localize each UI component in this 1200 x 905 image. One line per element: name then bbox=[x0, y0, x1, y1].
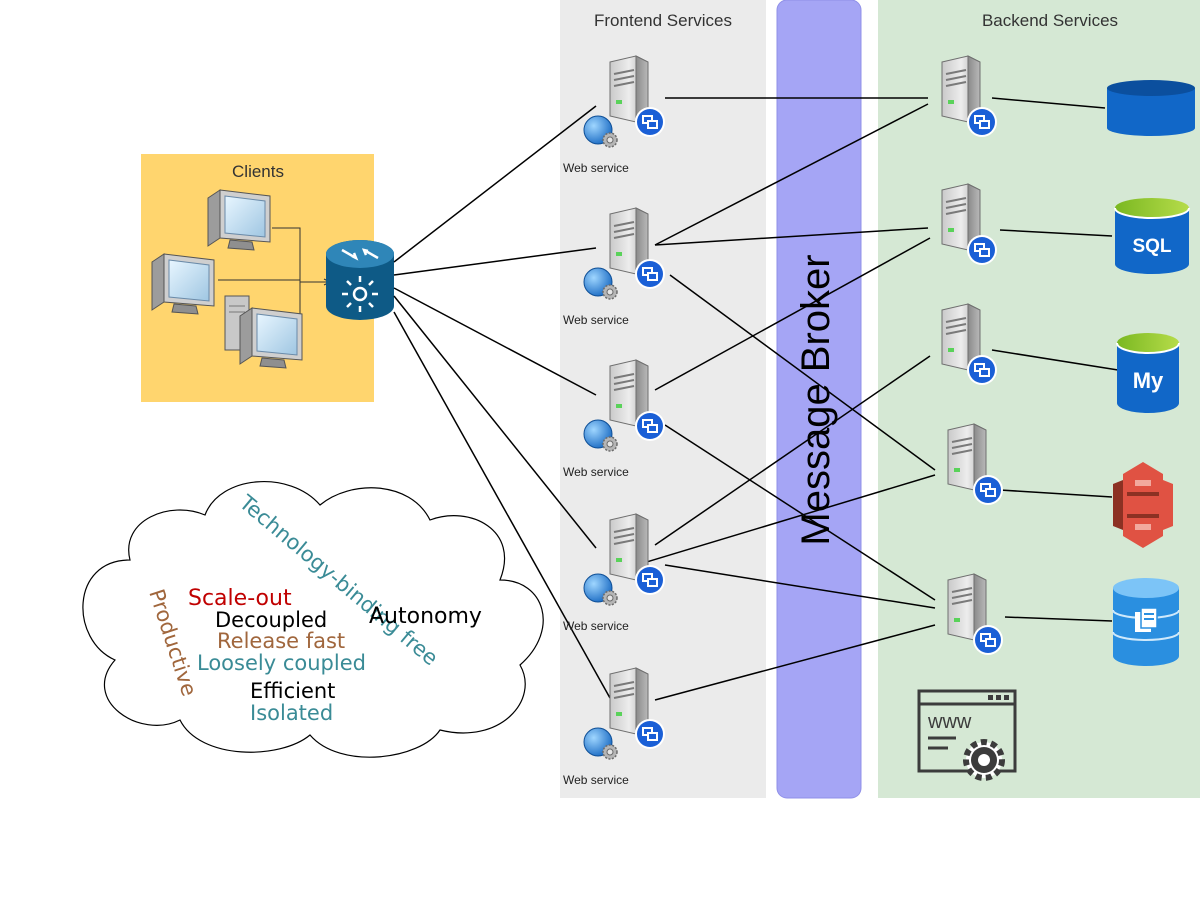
clients-title: Clients bbox=[232, 162, 284, 181]
benefits-cloud: Technology-binding free Scale-out Decoup… bbox=[82, 481, 544, 758]
word-autonomy: Autonomy bbox=[369, 604, 482, 629]
window-badge-icon bbox=[634, 106, 666, 138]
word-release-fast: Release fast bbox=[217, 629, 345, 653]
web-service-caption: Web service bbox=[563, 465, 629, 479]
web-config-icon: www bbox=[917, 689, 1017, 781]
web-service-node: Web service bbox=[563, 207, 666, 327]
window-badge-icon bbox=[966, 234, 998, 266]
window-badge-icon bbox=[634, 258, 666, 290]
service-links bbox=[619, 97, 936, 701]
window-badge-icon bbox=[634, 564, 666, 596]
mysql-database-icon: My bbox=[1116, 333, 1180, 413]
word-isolated: Isolated bbox=[250, 701, 333, 725]
web-service-caption: Web service bbox=[563, 161, 629, 175]
web-service-caption: Web service bbox=[563, 313, 629, 327]
message-broker-bar bbox=[776, 0, 862, 799]
s3-storage-icon bbox=[1113, 462, 1173, 548]
word-decoupled: Decoupled bbox=[215, 608, 327, 632]
word-efficient: Efficient bbox=[250, 679, 335, 703]
web-service-caption: Web service bbox=[563, 619, 629, 633]
backend-title: Backend Services bbox=[982, 11, 1118, 30]
sql-database-icon: SQL bbox=[1114, 198, 1190, 274]
window-badge-icon bbox=[966, 354, 998, 386]
word-scale-out: Scale-out bbox=[188, 586, 292, 611]
message-broker-label: Message Broker bbox=[794, 254, 838, 545]
frontend-title: Frontend Services bbox=[594, 11, 732, 30]
store-links bbox=[991, 97, 1119, 622]
window-badge-icon bbox=[966, 106, 998, 138]
web-config-label: www bbox=[927, 711, 972, 733]
window-badge-icon bbox=[972, 474, 1004, 506]
window-badge-icon bbox=[972, 624, 1004, 656]
router-icon bbox=[326, 240, 394, 320]
word-loosely-coupled: Loosely coupled bbox=[197, 651, 366, 675]
sql-label: SQL bbox=[1132, 236, 1171, 257]
router-links bbox=[393, 105, 611, 699]
document-db-icon bbox=[1112, 578, 1180, 666]
window-badge-icon bbox=[634, 410, 666, 442]
web-service-node: Web service bbox=[563, 55, 666, 175]
database-icon bbox=[1107, 80, 1195, 136]
web-service-node: Web service bbox=[563, 513, 666, 633]
client-workstation-icon bbox=[224, 295, 303, 369]
mysql-label: My bbox=[1133, 368, 1164, 393]
web-service-node: Web service bbox=[563, 359, 666, 479]
web-service-node: Web service bbox=[563, 667, 666, 787]
web-service-caption: Web service bbox=[563, 773, 629, 787]
window-badge-icon bbox=[634, 718, 666, 750]
